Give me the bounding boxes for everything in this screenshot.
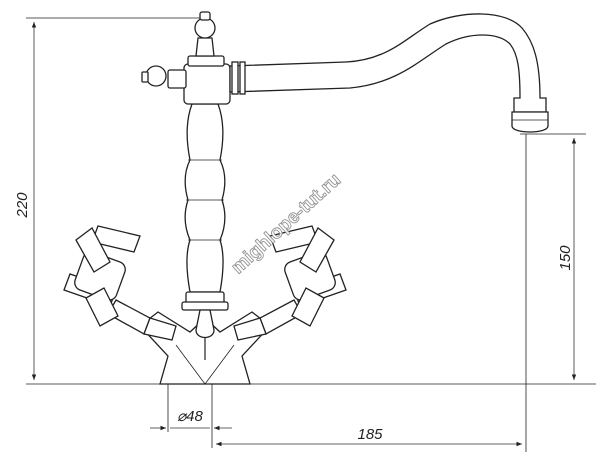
central-column: [184, 103, 226, 293]
side-knob-cap: [141, 71, 149, 83]
faucet-body: [139, 11, 549, 385]
right-handle-spoke-up: [299, 227, 335, 273]
spout-aerator: [511, 111, 549, 133]
spout: [229, 13, 547, 113]
dim-label-base-diameter: ⌀48: [177, 408, 203, 425]
spout-ring-1: [231, 61, 239, 95]
right-handle-arm-top: [269, 225, 319, 253]
right-handle: [233, 225, 347, 341]
dimension-lines: [31, 22, 577, 447]
spout-joint: [183, 63, 231, 105]
column-ring: [181, 301, 229, 311]
left-handle-arm-top: [91, 225, 141, 253]
dim-label-spout-reach: 185: [357, 426, 383, 443]
base-ridge-left: [175, 344, 206, 385]
dim-label-height-total: 220: [14, 192, 31, 219]
top-knob-cap: [199, 11, 211, 21]
right-valve-nut: [233, 317, 267, 341]
dim-label-spout-height: 150: [557, 245, 574, 271]
side-knob-ball: [145, 65, 167, 87]
side-knob-neck: [167, 69, 187, 89]
base-ridge-right: [204, 344, 235, 385]
extension-lines: [26, 17, 596, 452]
top-knob-ball: [194, 17, 216, 39]
central-drop: [195, 309, 215, 339]
right-handle-spoke-down: [291, 287, 325, 327]
spout-joint-cap: [187, 55, 225, 67]
top-knob-stem: [195, 37, 215, 57]
left-handle-spoke-up: [75, 227, 111, 273]
left-handle-spoke-down: [85, 287, 119, 327]
left-handle: [63, 225, 177, 341]
spout-ring-2: [239, 61, 246, 95]
left-valve-nut: [143, 317, 177, 341]
